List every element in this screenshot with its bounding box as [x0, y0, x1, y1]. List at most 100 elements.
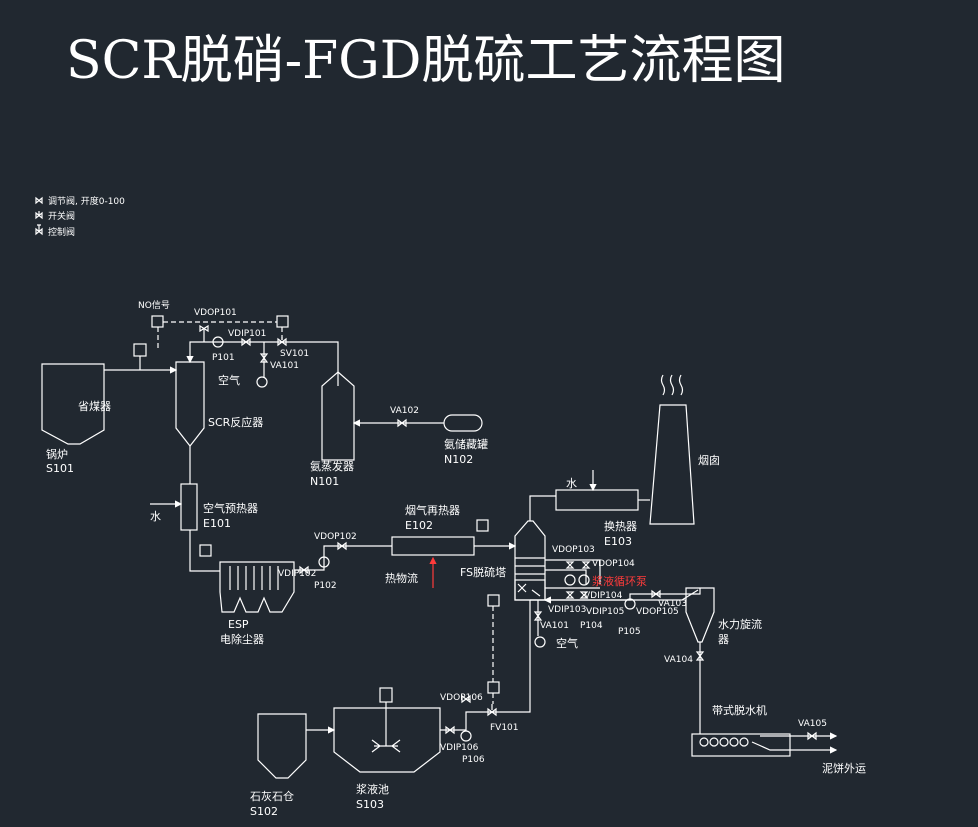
- p102-fan-icon[interactable]: [318, 556, 330, 568]
- boiler: [41, 363, 105, 445]
- fv101-label: FV101: [490, 723, 519, 733]
- legend-item-control-valve: 控制阀: [35, 224, 75, 238]
- sv101-valve-icon[interactable]: [277, 337, 287, 347]
- water-1-label: 水: [150, 510, 161, 523]
- va103-label: VA103: [658, 599, 687, 609]
- vdip104-valve-icon[interactable]: [579, 591, 589, 599]
- dust-analyzer-icon: [199, 544, 212, 557]
- heat-exchanger: [555, 489, 639, 511]
- flow-controller-icon: [276, 315, 289, 328]
- air-preheater-label: 空气预热器: [203, 501, 258, 515]
- ammonia-evaporator-id: N101: [310, 475, 339, 488]
- vdop102-label: VDOP102: [314, 532, 357, 542]
- economizer-label: 省煤器: [78, 400, 111, 413]
- flow-controller-2-icon: [487, 681, 500, 694]
- fs-desulfurization-tower: [514, 520, 546, 601]
- sv101-label: SV101: [280, 349, 309, 359]
- vdip104-label: VDIP104: [584, 591, 623, 601]
- water-2-label: 水: [566, 477, 577, 490]
- vdip101-valve-icon[interactable]: [241, 337, 251, 347]
- vdop104-label: VDOP104: [592, 559, 635, 569]
- heat-exchanger-label: 换热器: [604, 519, 637, 533]
- nox-analyzer-icon: [133, 343, 147, 357]
- limestone-silo: [257, 713, 307, 779]
- air-bottom-label: 空气: [556, 636, 578, 650]
- va103-valve-icon[interactable]: [651, 589, 661, 599]
- vdip105-label: VDIP105: [586, 607, 624, 617]
- limestone-id: S102: [250, 805, 278, 818]
- belt-filter: [691, 733, 791, 757]
- vdip103-label: VDIP103: [548, 605, 586, 615]
- tank-to-tower-line: [440, 600, 531, 731]
- hydrocyclone-label: 水力旋流: [718, 617, 762, 631]
- so2-analyzer-icon: [476, 519, 489, 532]
- recycle-pump-2-icon[interactable]: [578, 574, 590, 586]
- p105-label: P105: [618, 627, 641, 637]
- vdop106-valve-icon[interactable]: [461, 694, 471, 704]
- svg-text:调节阀, 开度0-100: 调节阀, 开度0-100: [48, 195, 125, 207]
- va104-valve-icon[interactable]: [695, 651, 705, 661]
- p104-label: P104: [580, 621, 603, 631]
- p106-label: P106: [462, 755, 485, 765]
- slurry-tank-label: 浆液池: [356, 782, 389, 796]
- vdip101-label: VDIP101: [228, 329, 266, 339]
- chimney-label: 烟囱: [698, 453, 720, 467]
- p105-pump-icon[interactable]: [624, 598, 636, 610]
- nox-signal-controller-icon: [151, 315, 164, 328]
- vdop101-label: VDOP101: [194, 308, 237, 318]
- recycle-pump-1-icon[interactable]: [564, 574, 576, 586]
- vdip106-valve-icon[interactable]: [445, 725, 455, 735]
- slurry-pump-label: 浆液循环泵: [592, 574, 647, 588]
- svg-text:开关阀: 开关阀: [48, 210, 75, 222]
- fs-tower-label: FS脱硫塔: [460, 565, 506, 579]
- vdip103-valve-icon[interactable]: [565, 591, 575, 599]
- smoke-icon: [660, 374, 684, 396]
- ammonia-evaporator-label: 氨蒸发器: [310, 459, 354, 473]
- vdop102-valve-icon[interactable]: [337, 541, 347, 551]
- vdop104-valve-icon[interactable]: [581, 561, 591, 569]
- esp: [219, 561, 295, 613]
- p102-label: P102: [314, 581, 337, 591]
- fv101-valve-icon[interactable]: [487, 704, 497, 717]
- air-blower-top-icon[interactable]: [256, 376, 268, 388]
- vdip102-valve-icon[interactable]: [299, 565, 309, 575]
- va101-bot-valve-icon[interactable]: [533, 611, 543, 621]
- switch-valve-icon: [35, 211, 43, 220]
- va102-valve-icon[interactable]: [397, 418, 407, 428]
- slurry-tank: [333, 687, 441, 773]
- p101-pump-icon[interactable]: [212, 336, 224, 348]
- vdop101-valve-icon[interactable]: [199, 324, 209, 333]
- overflow-return-line: [543, 589, 699, 604]
- slurry-tank-id: S103: [356, 798, 384, 811]
- vdop103-label: VDOP103: [552, 545, 595, 555]
- heat-exchanger-id: E103: [604, 535, 632, 548]
- vdip102-label: VDIP102: [278, 569, 316, 579]
- va101-top-valve-icon[interactable]: [259, 353, 269, 363]
- svg-text:控制阀: 控制阀: [48, 226, 75, 238]
- p101-label: P101: [212, 353, 235, 363]
- control-valve-icon: [35, 224, 43, 236]
- preheater-to-esp-line: [189, 530, 220, 572]
- ph-analyzer-icon: [487, 594, 500, 607]
- chimney: [649, 404, 695, 525]
- air-blower-bottom-icon[interactable]: [534, 636, 546, 648]
- legend: 调节阀, 开度0-100 开关阀 控制阀: [35, 195, 125, 238]
- hydrocyclone-label-2: 器: [718, 633, 729, 646]
- tower-agitator-icon: [517, 583, 541, 597]
- vdop105-label: VDOP105: [636, 607, 679, 617]
- vdop106-label: VDOP106: [440, 693, 483, 703]
- esp-label: ESP: [228, 618, 249, 631]
- boiler-label: 锅炉: [46, 448, 68, 461]
- va101-top-label: VA101: [270, 361, 299, 371]
- scr-reactor-label: SCR反应器: [208, 415, 263, 429]
- vdop103-valve-icon[interactable]: [565, 561, 575, 569]
- reheater-label: 烟气再热器: [405, 503, 460, 517]
- heat-flow-label: 热物流: [385, 571, 418, 585]
- va101-bot-label: VA101: [540, 621, 569, 631]
- p106-pump-icon[interactable]: [460, 730, 472, 742]
- air-preheater: [180, 483, 198, 531]
- reheater-id: E102: [405, 519, 433, 532]
- legend-item-regulating-valve: 调节阀, 开度0-100: [35, 195, 125, 207]
- va105-valve-icon[interactable]: [807, 731, 817, 741]
